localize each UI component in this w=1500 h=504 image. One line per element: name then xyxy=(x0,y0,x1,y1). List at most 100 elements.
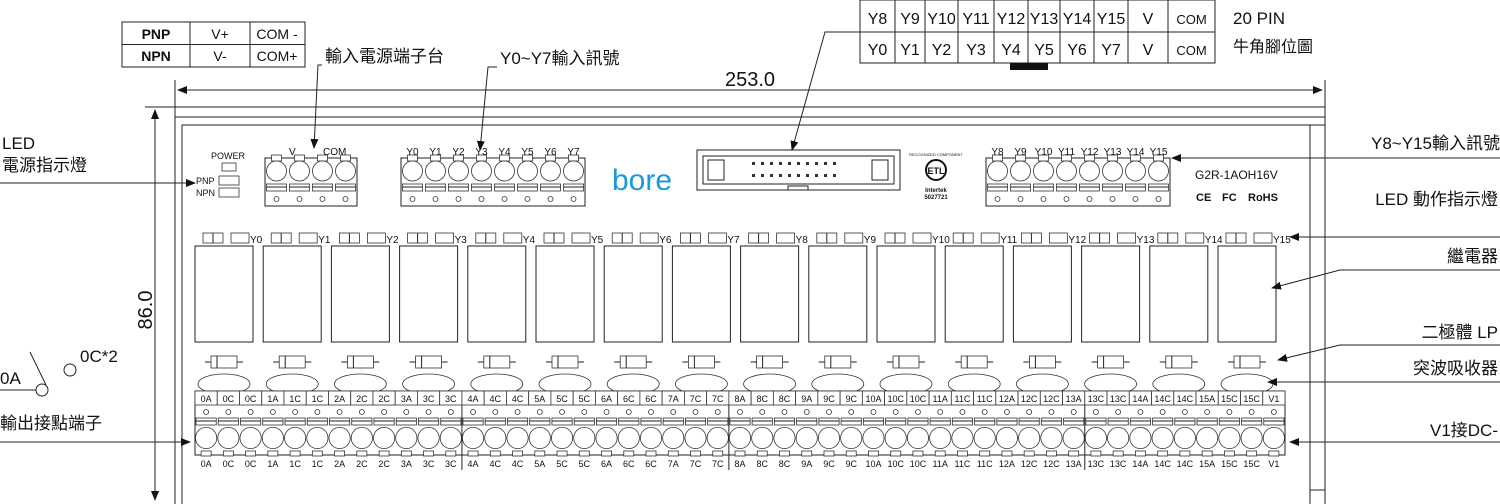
led-label: Y8 xyxy=(796,235,809,246)
width-value: 253.0 xyxy=(725,69,775,91)
terminal-screw[interactable] xyxy=(684,426,707,450)
terminal-screw[interactable] xyxy=(751,426,774,450)
terminal-screw[interactable] xyxy=(1173,426,1196,450)
output-terminal-label-bottom: 11A xyxy=(933,459,948,469)
terminal-screw[interactable] xyxy=(817,426,841,450)
pin-cell: Y6 xyxy=(1067,42,1087,59)
diode xyxy=(551,355,579,369)
relay xyxy=(1081,245,1141,343)
terminal-screw[interactable] xyxy=(312,160,333,182)
terminal-screw[interactable] xyxy=(484,426,507,450)
terminal-screw[interactable] xyxy=(840,426,863,450)
terminal-screw[interactable] xyxy=(728,426,752,450)
terminal-screw[interactable] xyxy=(395,426,418,450)
terminal-screw[interactable] xyxy=(1033,160,1054,182)
terminal-screw[interactable] xyxy=(573,426,596,450)
terminal-screw[interactable] xyxy=(439,426,462,450)
diode xyxy=(1029,355,1056,369)
terminal-screw[interactable] xyxy=(417,426,440,450)
terminal-screw[interactable] xyxy=(261,426,284,450)
terminal-screw[interactable] xyxy=(706,426,729,450)
terminal-screw[interactable] xyxy=(1196,426,1219,450)
terminal-screw[interactable] xyxy=(425,160,446,182)
pin-cell: Y15 xyxy=(1097,11,1126,28)
terminal-screw[interactable] xyxy=(1148,160,1169,182)
terminal-screw[interactable] xyxy=(1040,426,1063,450)
terminal-screw[interactable] xyxy=(217,426,240,450)
idc-header-connector[interactable] xyxy=(696,149,901,191)
terminal-screw[interactable] xyxy=(563,160,584,182)
terminal-screw[interactable] xyxy=(517,160,538,182)
terminal-screw[interactable] xyxy=(551,426,574,450)
terminal-screw[interactable] xyxy=(1102,160,1123,182)
terminal-screw[interactable] xyxy=(373,426,396,450)
terminal-screw[interactable] xyxy=(284,426,307,450)
terminal-screw[interactable] xyxy=(639,426,663,450)
terminal-screw[interactable] xyxy=(1010,160,1031,182)
relay xyxy=(1012,245,1072,343)
output-terminal-label-top: 12A xyxy=(999,394,1015,404)
terminal-screw[interactable] xyxy=(540,160,561,182)
terminal-screw[interactable] xyxy=(662,426,685,450)
output-terminal-label-top: 4C xyxy=(512,394,524,404)
pin-cell: V xyxy=(1143,11,1154,28)
terminal-screw[interactable] xyxy=(239,426,262,450)
terminal-screw[interactable] xyxy=(506,426,529,450)
terminal-screw[interactable] xyxy=(1218,426,1241,450)
diode xyxy=(892,355,920,369)
svg-text:RECOGNIZED COMPONENT: RECOGNIZED COMPONENT xyxy=(909,152,963,157)
terminal-screw[interactable] xyxy=(1018,426,1041,450)
terminal-screw[interactable] xyxy=(1084,426,1107,450)
output-terminal-label-top: 15A xyxy=(1199,394,1215,404)
output-terminal-label-bottom: 10C xyxy=(910,459,927,469)
terminal-screw[interactable] xyxy=(1056,160,1077,182)
power-led xyxy=(221,162,237,172)
output-terminal-label-bottom: 15C xyxy=(1243,459,1260,469)
relay xyxy=(671,245,731,343)
pin-cell: Y8 xyxy=(868,11,888,28)
terminal-screw[interactable] xyxy=(335,160,356,182)
terminal-screw[interactable] xyxy=(906,426,929,450)
terminal-screw[interactable] xyxy=(929,426,952,450)
terminal-screw[interactable] xyxy=(289,160,310,182)
terminal-screw[interactable] xyxy=(973,426,996,450)
terminal-screw[interactable] xyxy=(862,426,885,450)
terminal-screw[interactable] xyxy=(1129,426,1152,450)
terminal-screw[interactable] xyxy=(617,426,640,450)
terminal-screw[interactable] xyxy=(1262,426,1285,450)
terminal-screw[interactable] xyxy=(462,426,485,450)
terminal-screw[interactable] xyxy=(995,426,1018,450)
terminal-screw[interactable] xyxy=(595,426,618,450)
terminal-screw[interactable] xyxy=(402,160,423,182)
terminal-screw[interactable] xyxy=(350,426,373,450)
terminal-screw[interactable] xyxy=(987,160,1008,182)
pnp-jumper[interactable] xyxy=(218,175,240,186)
terminal-screw[interactable] xyxy=(1125,160,1146,182)
terminal-screw[interactable] xyxy=(266,160,287,182)
terminal-screw[interactable] xyxy=(471,160,492,182)
terminal-screw[interactable] xyxy=(306,426,329,450)
output-terminal-label-top: 3A xyxy=(401,394,412,404)
terminal-screw[interactable] xyxy=(448,160,469,182)
terminal-screw[interactable] xyxy=(528,426,551,450)
terminal-screw[interactable] xyxy=(195,426,218,450)
terminal-screw[interactable] xyxy=(795,426,818,450)
terminal-screw[interactable] xyxy=(884,426,907,450)
npn-jumper[interactable] xyxy=(218,187,240,198)
terminal-screw[interactable] xyxy=(1079,160,1100,182)
input-terminal-label: Y6 xyxy=(544,147,557,158)
pin-cell: Y7 xyxy=(1101,42,1121,59)
terminal-screw[interactable] xyxy=(494,160,515,182)
terminal-screw[interactable] xyxy=(773,426,796,450)
terminal-screw[interactable] xyxy=(1107,426,1130,450)
terminal-screw[interactable] xyxy=(1151,426,1174,450)
terminal-screw[interactable] xyxy=(328,426,351,450)
output-terminal-label-bottom: 3A xyxy=(401,459,412,469)
terminal-screw[interactable] xyxy=(1240,426,1263,450)
terminal-screw[interactable] xyxy=(1062,426,1085,450)
terminal-screw[interactable] xyxy=(951,426,974,450)
